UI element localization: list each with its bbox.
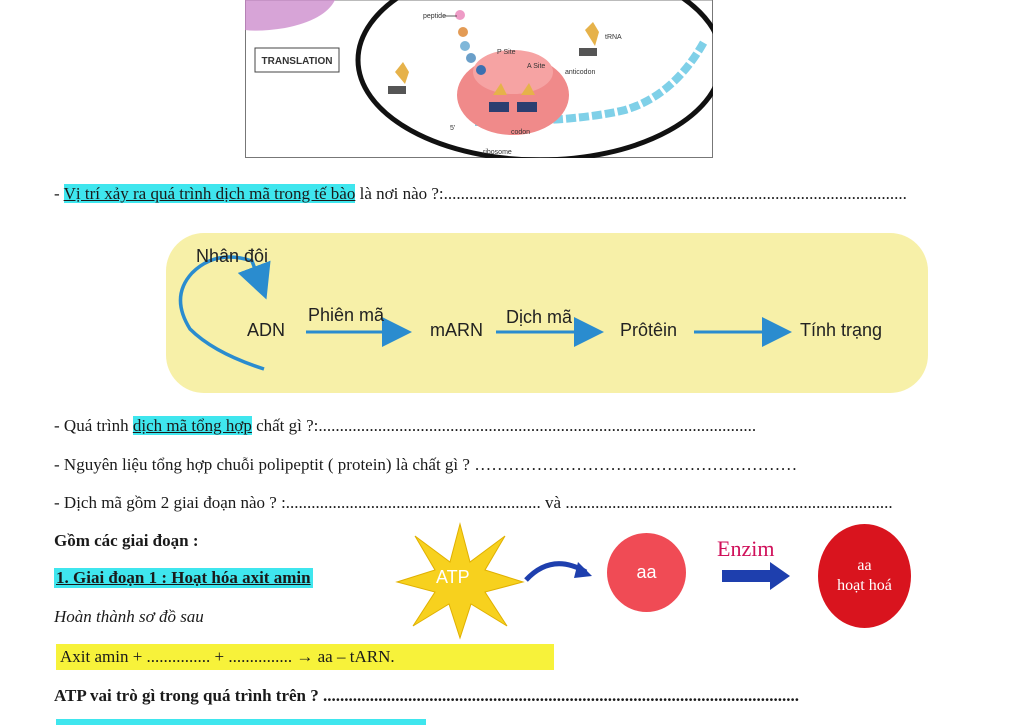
q2-prefix: - Quá trình [54,416,133,435]
trait-label: Tính trạng [800,320,883,340]
question-atp-role: ATP vai trò gì trong quá trình trên ? ..… [54,686,800,705]
five-prime-label: 5' [450,125,455,132]
flow-arrows [178,255,792,371]
question-stages: - Dịch mã gồm 2 giai đoạn nào ? :.......… [54,493,893,512]
atp-star-icon [395,522,525,640]
enzyme-label: Enzim [717,536,775,561]
equation-text: Axit amin + ............... + ..........… [60,647,395,666]
q1-prefix: - [54,184,64,203]
nucleus-shape [245,0,335,31]
q1-rest: là nơi nào ?:...........................… [355,184,907,203]
translation-label: TRANSLATION [262,56,333,67]
stage1-instruction: Hoàn thành sơ đồ sau [54,607,204,626]
replication-label: Nhân đôi [196,246,269,266]
activated-aa-line1: aa [857,557,872,574]
ribosome-label: ribosome [483,149,512,156]
activated-amino-acid-label: aa hoạt hoá [818,556,911,596]
question-location: - Vị trí xảy ra quá trình dịch mã trong … [54,184,907,204]
atp-label: ATP [436,567,470,587]
stage1-title: 1. Giai đoạn 1 : Hoạt hóa axit amin [54,568,313,588]
translation-figure: TRANSLATION peptide tRNA P Site A Site a… [245,0,725,163]
amino-acid-circle [607,533,686,612]
q2-highlight: dịch mã tổng hợp [132,416,252,435]
trna-label: tRNA [605,34,622,41]
translation-illustration: TRANSLATION peptide tRNA P Site A Site a… [245,0,725,163]
peptide-label: peptide [423,13,446,20]
activated-aa-line2: hoạt hoá [837,577,892,594]
transcription-label: Phiên mã [308,305,385,325]
marn-label: mARN [430,320,483,340]
stages-heading: Gồm các giai đoạn : [54,531,199,550]
activated-amino-acid-circle [818,524,911,628]
q1-highlight: Vị trí xảy ra quá trình dịch mã trong tế… [63,184,356,203]
question-materials: - Nguyên liệu tổng hợp chuỗi polipeptit … [54,455,798,474]
anticodon-label: anticodon [565,69,595,76]
amino-acid-label: aa [636,562,657,582]
q2-rest: chất gì ?:..............................… [251,416,757,435]
curved-arrow-icon [524,561,592,582]
asite-label: A Site [527,63,545,70]
adn-label: ADN [247,320,286,340]
protein-label: Prôtêin [620,320,678,340]
replication-arrow [178,255,271,371]
question-product: - Quá trình dịch mã tổng hợp chất gì ?:.… [54,416,756,436]
next-section-highlight [56,719,426,725]
central-dogma-diagram: Nhân đôi ADN Phiên mã mARN Dịch mã Prôtê… [166,233,928,393]
enzyme-arrow-icon [722,562,790,590]
psite-label: P Site [497,49,516,56]
codon-label: codon [511,129,530,136]
stage1-equation: Axit amin + ............... + ..........… [56,644,554,670]
translation-flow-label: Dịch mã [506,307,573,327]
